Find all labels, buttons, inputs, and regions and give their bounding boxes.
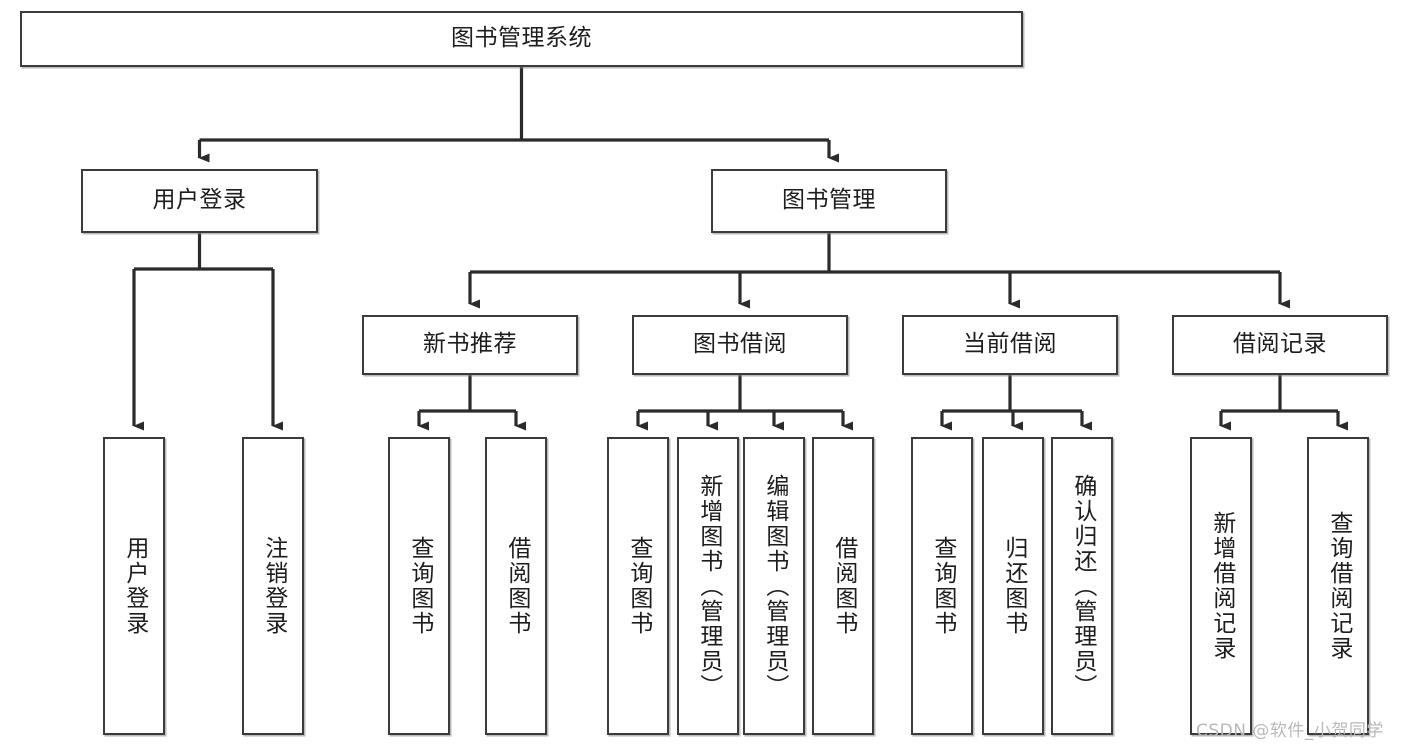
node-label-leaf-user-login: 用户登录 [121,536,148,636]
node-leaf-query-record[interactable]: 查询借阅记录 [1307,437,1369,735]
node-label-leaf-user-logout: 注销登录 [260,536,287,636]
node-leaf-confirm-return[interactable]: 确认归还（管理员） [1051,437,1113,735]
node-leaf-query-book-rec[interactable]: 查询图书 [388,437,450,735]
node-label-new-book-rec: 新书推荐 [423,331,517,358]
node-leaf-return-book[interactable]: 归还图书 [982,437,1044,735]
node-leaf-user-logout[interactable]: 注销登录 [242,437,304,735]
node-borrow-record[interactable]: 借阅记录 [1172,315,1388,375]
node-label-leaf-edit-book: 编辑图书（管理员） [761,473,788,699]
node-book-borrow[interactable]: 图书借阅 [632,315,848,375]
node-root[interactable]: 图书管理系统 [20,11,1023,67]
node-label-leaf-add-record: 新增借阅记录 [1208,511,1235,661]
node-label-book-borrow: 图书借阅 [693,331,787,358]
node-leaf-query-book-borrow[interactable]: 查询图书 [607,437,669,735]
node-label-leaf-query-record: 查询借阅记录 [1325,511,1352,661]
node-label-leaf-query-book-rec: 查询图书 [406,536,433,636]
node-label-current-borrow: 当前借阅 [963,331,1057,358]
node-label-leaf-add-book: 新增图书（管理员） [695,473,722,699]
node-label-root: 图书管理系统 [451,25,592,52]
watermark-text: CSDN @软件_小贺同学 [1196,721,1384,741]
node-label-leaf-query-book-borrow: 查询图书 [625,536,652,636]
node-leaf-add-book[interactable]: 新增图书（管理员） [677,437,739,735]
node-leaf-edit-book[interactable]: 编辑图书（管理员） [743,437,805,735]
node-leaf-borrow-book[interactable]: 借阅图书 [812,437,874,735]
node-book-manage[interactable]: 图书管理 [711,169,947,233]
node-user-login[interactable]: 用户登录 [81,169,318,233]
node-label-leaf-query-book-cur: 查询图书 [929,536,956,636]
node-label-leaf-borrow-book-rec: 借阅图书 [503,536,530,636]
node-label-leaf-return-book: 归还图书 [1000,536,1027,636]
node-current-borrow[interactable]: 当前借阅 [902,315,1118,375]
node-new-book-rec[interactable]: 新书推荐 [362,315,578,375]
node-label-leaf-borrow-book: 借阅图书 [830,536,857,636]
node-leaf-user-login[interactable]: 用户登录 [103,437,165,735]
node-leaf-add-record[interactable]: 新增借阅记录 [1190,437,1252,735]
node-label-borrow-record: 借阅记录 [1233,331,1327,358]
node-label-user-login: 用户登录 [152,187,247,214]
node-label-book-manage: 图书管理 [782,187,876,214]
node-label-leaf-confirm-return: 确认归还（管理员） [1069,473,1096,699]
node-leaf-borrow-book-rec[interactable]: 借阅图书 [485,437,547,735]
node-leaf-query-book-cur[interactable]: 查询图书 [911,437,973,735]
